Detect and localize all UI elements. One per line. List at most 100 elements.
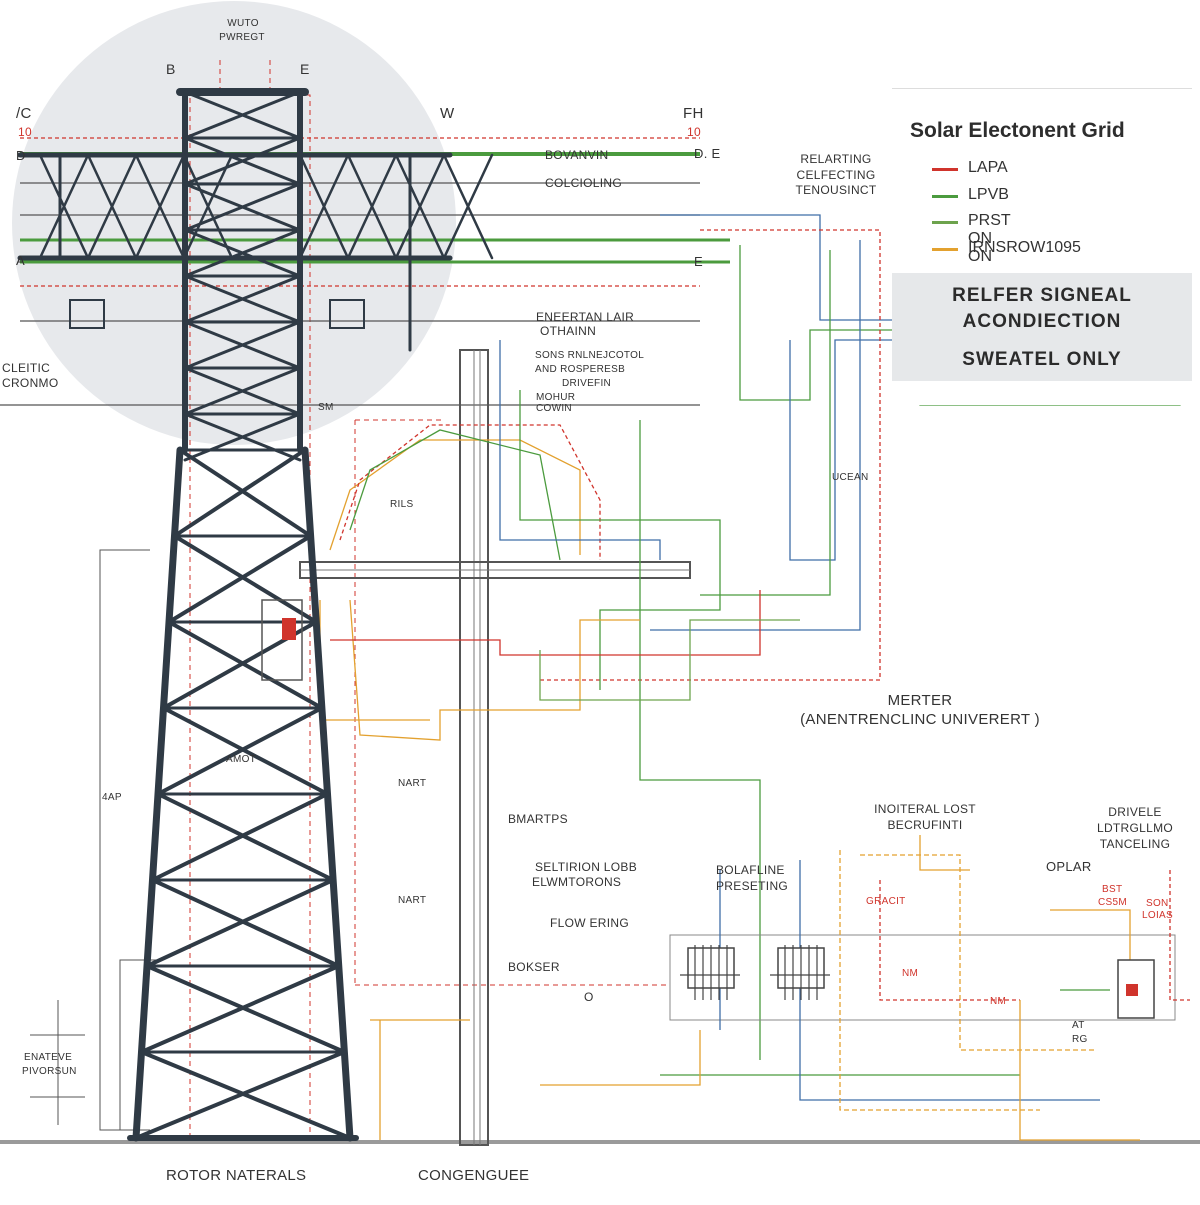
de-mark-1: D. E	[694, 146, 721, 161]
bost-label-2: CS5M	[1098, 897, 1127, 908]
legend-swatch-prst	[932, 221, 958, 224]
transmission-lines	[0, 137, 730, 406]
oplar-label: OPLAR	[1046, 859, 1092, 874]
center-pole	[459, 349, 489, 1146]
crossarm-brace	[442, 153, 494, 260]
inoiteral-label-2: BECRUFINTI	[887, 818, 963, 832]
crossarm-brace	[38, 153, 90, 260]
nart-label-2: NART	[398, 895, 427, 906]
middle-wiring	[319, 340, 800, 1060]
mark-b: B	[166, 61, 176, 77]
insulator-hanger	[329, 299, 365, 329]
control-wiring	[379, 835, 1190, 1141]
beam-label-1: BOVANVIN	[545, 148, 609, 162]
tower-lower-brace	[145, 878, 336, 968]
nart-label-1: NART	[398, 778, 427, 789]
tower-brace	[183, 274, 302, 324]
amot-label: AMOT	[226, 754, 257, 765]
ad-left-label: 4AP	[102, 792, 122, 803]
dimension-lines	[30, 549, 160, 1131]
lattice-tower	[17, 88, 494, 1142]
bottom-left-label-2: PIVORSUN	[22, 1066, 77, 1077]
crossarm-brace	[346, 153, 398, 260]
relarting-label-2: CELFECTING	[796, 168, 876, 182]
bolafline-label-2: PRESETING	[716, 879, 789, 893]
cleitic-label-1: CLEITIC	[2, 361, 51, 375]
gracit-label: GRACIT	[866, 896, 906, 907]
cluster-label-3: DRIVEFIN	[562, 378, 612, 389]
banner-line-2: ACONDIECTION	[962, 311, 1122, 332]
tower-top-sublabel: PWREGT	[219, 32, 265, 43]
tower-brace	[183, 366, 302, 416]
banner-line-3: SWEATEL ONLY	[962, 349, 1122, 370]
relarting-label-3: TENOUSINCT	[795, 183, 877, 197]
cluster-label-4: MOHUR	[536, 392, 576, 403]
tower-top-label: WUTO	[227, 18, 259, 29]
relarting-label-1: RELARTING	[800, 152, 872, 166]
bmartps-label: BMARTPS	[508, 812, 568, 826]
tower-lower-brace	[167, 620, 324, 710]
tower-lower-brace	[139, 964, 341, 1054]
tower-brace	[183, 90, 302, 140]
inoiteral-label-1: INOITERAL LOST	[874, 802, 976, 816]
tower-brace	[183, 412, 302, 462]
cleitic-label-2: CRONMO	[2, 376, 59, 390]
tower-equipment-red	[282, 618, 296, 640]
tower-lower-brace	[161, 706, 330, 796]
meter-sublabel: (ANENTRENCLINC UNIVERERT )	[800, 711, 1040, 728]
w-mark: W	[440, 105, 455, 122]
rils-label: RILS	[390, 499, 414, 510]
corner-mark-num: 10	[18, 125, 32, 139]
banner-line-1: RELFER SIGNEAL	[952, 285, 1132, 306]
rg-label: RG	[1072, 1034, 1088, 1045]
tower-lower-brace	[172, 448, 307, 538]
edge-mark-d: D	[16, 148, 26, 163]
signal-banner: RELFER SIGNEAL ACONDIECTION SWEATEL ONLY	[892, 273, 1192, 381]
drivele-label-1: DRIVELE	[1108, 805, 1162, 819]
crossarm-brace	[182, 153, 234, 260]
tower-lower-brace	[178, 448, 313, 538]
at-label: AT	[1072, 1020, 1085, 1031]
tower-equipment-box	[261, 599, 303, 681]
meter-label: MERTER	[887, 692, 953, 709]
drivele-label-2: LDTRGLLMO	[1096, 821, 1174, 835]
bolafline-label-1: BOLAFLINE	[716, 863, 785, 877]
legend-label-irnsrow: IRNSROW1095	[968, 239, 1081, 256]
footer-left-label: ROTOR NATERALS	[166, 1167, 307, 1184]
de-mark-2: E	[694, 254, 703, 269]
tower-lower-brace	[150, 792, 330, 882]
son-label-2: LOIAS	[1142, 910, 1173, 921]
crossarm-brace	[134, 153, 186, 260]
cluster-label-5: COWIN	[536, 403, 572, 414]
legend-swatch-lpvb	[932, 195, 958, 198]
crossarm-brace	[86, 153, 138, 260]
crossarm-brace	[394, 153, 446, 260]
fh-num: 10	[687, 125, 701, 139]
legend-label-lpvb: LPVB	[968, 186, 1009, 203]
zero-label: O	[584, 990, 594, 1004]
cluster-label-2: AND ROSPERESB	[535, 364, 626, 375]
beam-label-3a: ENEERTAN LAIR	[536, 310, 635, 324]
component-pins	[680, 945, 830, 1000]
beam-label-2: COLCIOLING	[545, 176, 623, 190]
tower-brace	[183, 182, 302, 232]
legend-panel: Solar Electonent Grid LAPA LPVB PRST ON …	[892, 88, 1192, 405]
tower-lower-brace	[167, 534, 313, 624]
insulator-hanger	[69, 299, 105, 329]
bottom-left-label-1: ENATEVE	[24, 1052, 73, 1063]
tower-lower-brace	[139, 1050, 352, 1140]
nm-label-2: NM	[990, 996, 1007, 1007]
crossbar	[299, 561, 691, 579]
drivele-label-3: TANCELING	[1099, 837, 1171, 851]
cluster-label-1: SONS RNLNEJCOTOL	[535, 350, 645, 361]
control-components	[687, 947, 1155, 1019]
tower-brace	[183, 228, 302, 278]
legend-swatch-lapa	[932, 168, 958, 171]
seltirion-label-1: SELTIRION LOBB	[535, 860, 638, 874]
footer-center-label: CONGENGUEE	[418, 1167, 530, 1184]
son-label-1: SON	[1146, 898, 1169, 909]
nm-label-1: NM	[902, 968, 919, 979]
tower-lower-brace	[156, 706, 324, 796]
bost-label-1: BST	[1102, 884, 1123, 895]
